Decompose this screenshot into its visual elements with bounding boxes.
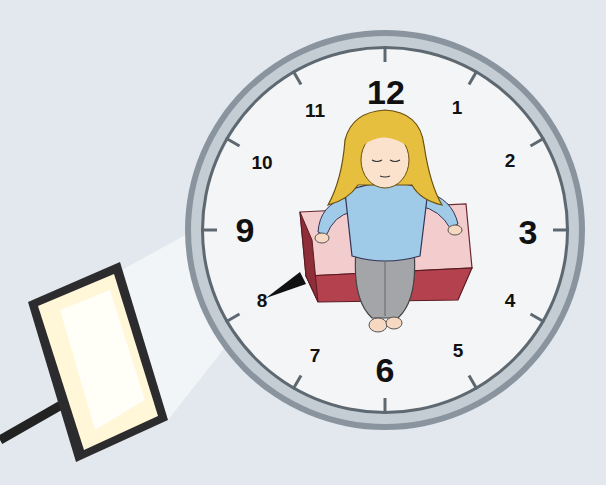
hour-tick — [226, 138, 240, 146]
box-end — [300, 212, 318, 302]
hour-tick — [293, 71, 301, 85]
clock-number: 12 — [367, 75, 405, 109]
hair — [328, 110, 442, 205]
clock-bezel-inner — [201, 46, 569, 414]
clock-face — [204, 49, 566, 411]
hour-tick — [530, 314, 544, 322]
hour-tick — [553, 229, 569, 232]
clock-number: 2 — [505, 151, 516, 170]
softbox-face — [38, 274, 158, 450]
clock-number: 11 — [305, 101, 325, 120]
hour-tick — [384, 46, 387, 62]
clock-number: 6 — [376, 353, 395, 387]
leg-gap — [385, 262, 386, 316]
clock-number: 4 — [505, 291, 516, 310]
clock-number: 3 — [519, 215, 538, 249]
shirt — [345, 183, 428, 261]
clock-number: 9 — [236, 213, 255, 247]
hour-ticks — [201, 46, 569, 414]
hand — [315, 233, 329, 243]
foot — [386, 317, 402, 329]
hour-tick — [201, 229, 217, 232]
pointer — [266, 272, 306, 298]
hour-tick — [469, 375, 477, 389]
softbox-glow — [60, 290, 145, 430]
clock-bezel-outer — [185, 30, 585, 430]
face-features — [372, 160, 400, 177]
clock-bezel — [191, 36, 579, 424]
softbox-frame — [28, 262, 168, 462]
clock-number: 1 — [452, 98, 463, 117]
hand — [448, 225, 462, 235]
fringe — [362, 126, 410, 148]
foot — [369, 318, 387, 332]
clock-number: 10 — [251, 153, 272, 172]
hour-tick — [384, 398, 387, 414]
clock-number: 5 — [453, 341, 464, 360]
clock-number: 7 — [310, 346, 321, 365]
hour-tick — [226, 314, 240, 322]
clock-number: 8 — [257, 291, 268, 310]
hour-tick — [293, 375, 301, 389]
hour-tick — [530, 138, 544, 146]
hour-tick — [469, 71, 477, 85]
